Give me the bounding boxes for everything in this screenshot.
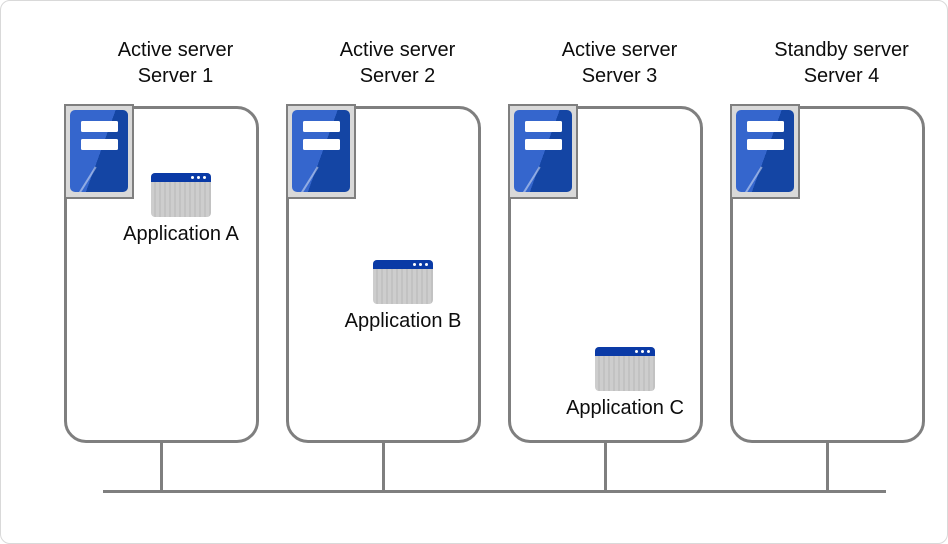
- server-drive-bay: [81, 139, 118, 150]
- app-window-titlebar: [595, 347, 655, 356]
- server-role: Standby server: [774, 39, 909, 61]
- server-group: Active server Server 3 Applica: [508, 1, 705, 543]
- server-name: Server 3: [581, 65, 658, 87]
- server-role: Active server: [339, 39, 456, 61]
- application: Application B: [323, 260, 483, 332]
- network-bus-line: [103, 490, 886, 493]
- server-drive-bay: [81, 121, 118, 132]
- server-tower-body: [736, 110, 794, 192]
- app-window-icon: [595, 347, 655, 391]
- server-drive-bay: [747, 121, 784, 132]
- server-tower-body: [70, 110, 128, 192]
- application: Application A: [101, 173, 261, 245]
- app-window-titlebar: [373, 260, 433, 269]
- server-tower-body: [514, 110, 572, 192]
- application-label: Application B: [344, 310, 462, 332]
- window-dot-icon: [424, 262, 428, 267]
- server-group: Standby server Server 4: [730, 1, 925, 543]
- window-dot-icon: [202, 175, 206, 180]
- application-label: Application A: [123, 223, 239, 245]
- server-title: Active server Server 3: [522, 37, 717, 89]
- server-role: Active server: [561, 39, 678, 61]
- server-drive-bay: [303, 121, 340, 132]
- application-label: Application C: [566, 397, 684, 419]
- app-window-titlebar: [151, 173, 211, 182]
- server-tower-icon: [64, 104, 134, 199]
- server-drive-bay: [525, 121, 562, 132]
- window-dot-icon: [418, 262, 422, 267]
- server-name: Server 4: [803, 65, 880, 87]
- server-drive-bay: [525, 139, 562, 150]
- server-tower-icon: [286, 104, 356, 199]
- server-title: Active server Server 2: [300, 37, 495, 89]
- server-drive-bay: [303, 139, 340, 150]
- server-drive-bay: [747, 139, 784, 150]
- app-window-icon: [151, 173, 211, 217]
- window-dot-icon: [412, 262, 416, 267]
- server-network-connector-line: [160, 443, 163, 491]
- server-title: Active server Server 1: [78, 37, 273, 89]
- app-window-icon: [373, 260, 433, 304]
- window-dot-icon: [196, 175, 200, 180]
- server-tower-icon: [508, 104, 578, 199]
- window-dot-icon: [634, 349, 638, 354]
- server-network-connector-line: [382, 443, 385, 491]
- server-group: Active server Server 1 Applica: [64, 1, 261, 543]
- server-group: Active server Server 2 Applica: [286, 1, 483, 543]
- window-dot-icon: [640, 349, 644, 354]
- window-dot-icon: [646, 349, 650, 354]
- window-dot-icon: [190, 175, 194, 180]
- server-role: Active server: [117, 39, 234, 61]
- server-name: Server 2: [359, 65, 436, 87]
- server-tower-icon: [730, 104, 800, 199]
- server-network-connector-line: [604, 443, 607, 491]
- application: Application C: [545, 347, 705, 419]
- server-tower-body: [292, 110, 350, 192]
- server-network-connector-line: [826, 443, 829, 491]
- server-name: Server 1: [137, 65, 214, 87]
- server-title: Standby server Server 4: [744, 37, 939, 89]
